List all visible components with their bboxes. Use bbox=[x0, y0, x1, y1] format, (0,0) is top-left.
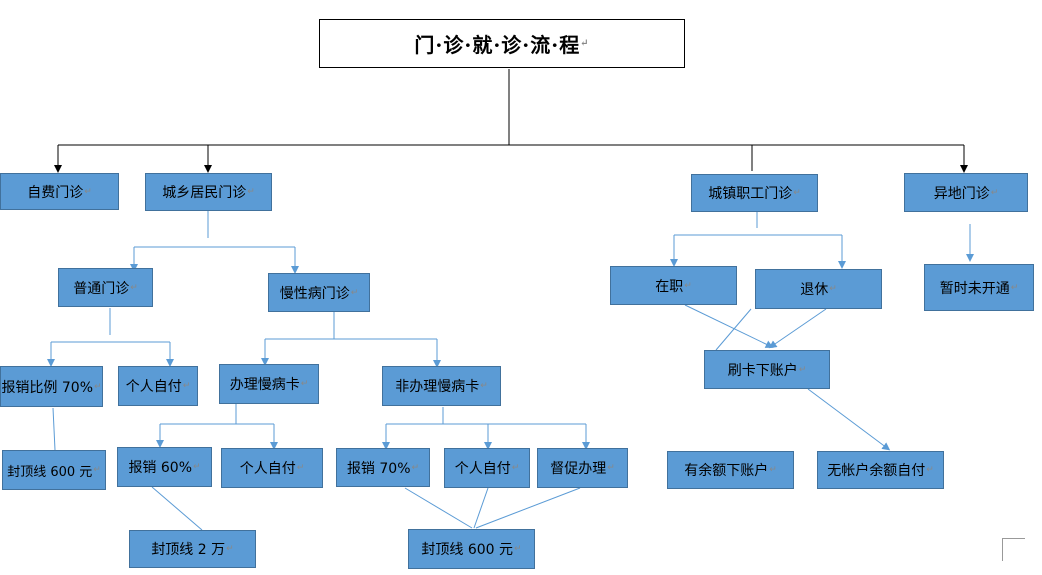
node-zifei: 自费门诊↵ bbox=[0, 173, 119, 210]
node-manxing: 慢性病门诊↵ bbox=[268, 273, 370, 312]
node-gerenzifu-2: 个人自付↵ bbox=[221, 448, 323, 488]
node-gerenzifu-1: 个人自付↵ bbox=[118, 366, 198, 406]
node-yidi: 异地门诊↵ bbox=[904, 173, 1028, 212]
node-chengxiang: 城乡居民门诊↵ bbox=[145, 173, 272, 211]
node-tuixiu: 退休↵ bbox=[755, 269, 882, 309]
title-text: 门·诊·就·诊·流·程 bbox=[414, 33, 581, 57]
node-gerenzifu-3: 个人自付↵ bbox=[444, 448, 530, 488]
node-feibanli: 非办理慢病卡↵ bbox=[382, 366, 501, 406]
node-banli: 办理慢病卡↵ bbox=[219, 364, 319, 404]
page-corner-mark bbox=[1002, 538, 1025, 561]
node-baoxiao70-b: 报销 70%↵ bbox=[336, 448, 430, 487]
node-fengding600-a: 封顶线 600 元↵ bbox=[2, 450, 106, 490]
node-zanshi: 暂时未开通↵ bbox=[924, 264, 1034, 311]
node-putong: 普通门诊↵ bbox=[58, 268, 153, 307]
node-shuaka: 刷卡下账户↵ bbox=[704, 350, 830, 389]
flowchart-title: 门·诊·就·诊·流·程↵ bbox=[319, 19, 685, 68]
node-ducu: 督促办理↵ bbox=[537, 448, 628, 488]
node-youyue: 有余额下账户↵ bbox=[667, 451, 794, 489]
node-zhigong: 城镇职工门诊↵ bbox=[691, 174, 818, 212]
node-baoxiao60: 报销 60%↵ bbox=[117, 447, 212, 487]
node-baoxiao70: 报销比例 70%↵ bbox=[0, 366, 103, 407]
node-fengding600-b: 封顶线 600 元↵ bbox=[408, 529, 535, 569]
node-wuzhanghu: 无帐户余额自付↵ bbox=[817, 451, 944, 489]
node-fengding-2wan: 封顶线 2 万↵ bbox=[129, 530, 256, 568]
node-zaizhi: 在职↵ bbox=[610, 266, 737, 305]
